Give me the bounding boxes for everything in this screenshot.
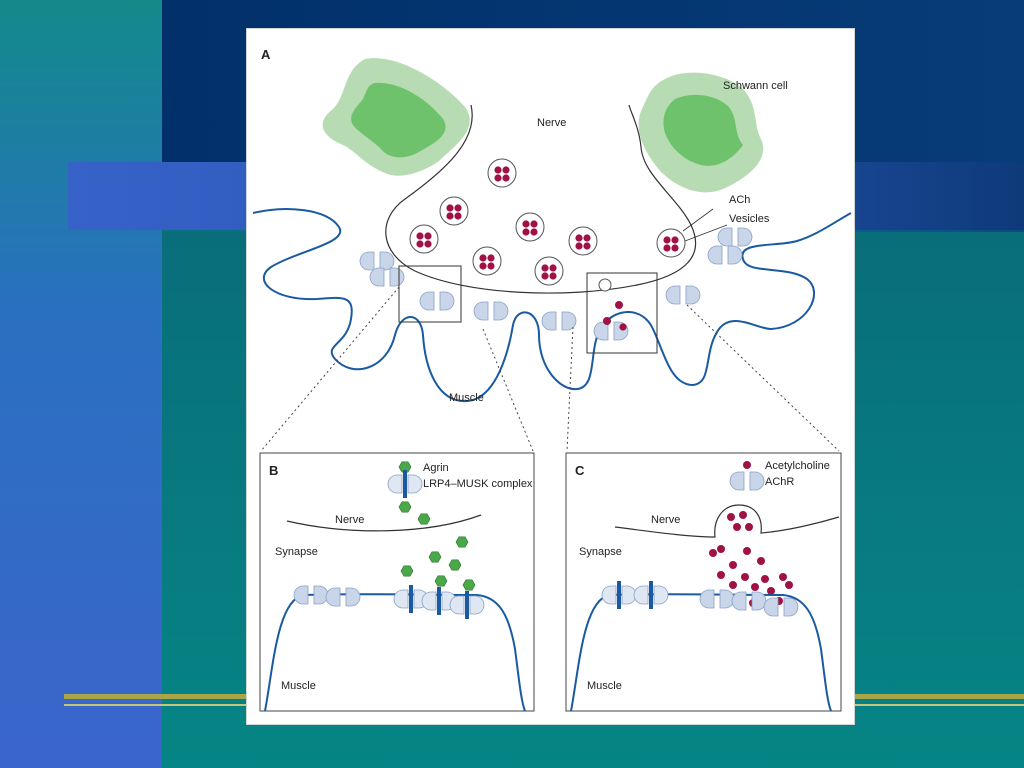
muscle-label: Muscle: [449, 392, 484, 404]
agrin-molecule: [398, 501, 412, 513]
zoom-box-right: [586, 272, 658, 354]
achr-receptor: [359, 251, 395, 271]
vesicle: [487, 158, 517, 188]
callout-lines: [260, 286, 840, 452]
panel-c-nerve-label: Nerve: [651, 514, 680, 526]
panel-c-letter: C: [575, 463, 585, 478]
agrin-molecule: [434, 575, 448, 587]
vesicle: [472, 246, 502, 276]
agrin-molecule: [400, 565, 414, 577]
achr-receptor: [707, 245, 743, 265]
panel-b-synapse-label: Synapse: [275, 546, 318, 558]
achr-receptor: [473, 301, 509, 321]
agrin-molecule: [455, 536, 469, 548]
panel-c-nerve-membrane: [614, 504, 840, 538]
ach-dot: [615, 301, 623, 309]
panel-b-frame: [259, 452, 535, 712]
panel-b-nerve-membrane: [286, 514, 482, 532]
achr-receptor: [717, 227, 753, 247]
acetylcholine-legend-icon: [743, 461, 751, 469]
vesicles-pointer: [684, 224, 728, 242]
neuromuscular-junction-figure: A: [246, 28, 855, 725]
acetylcholine-legend-label: Acetylcholine: [765, 460, 830, 472]
vesicle: [534, 256, 564, 286]
ach-label: ACh: [729, 194, 750, 206]
panel-c-muscle-label: Muscle: [587, 680, 622, 692]
zoom-box-left: [398, 265, 462, 323]
lrp4-musk-legend-label: LRP4–MUSK complex: [423, 478, 533, 490]
nerve-terminal-outline: [385, 104, 697, 294]
panel-b-muscle-label: Muscle: [281, 680, 316, 692]
panel-b-nerve-label: Nerve: [335, 514, 364, 526]
vesicles-label: Vesicles: [729, 213, 770, 225]
vesicle: [409, 224, 439, 254]
panel-c-synapse-label: Synapse: [579, 546, 622, 558]
panel-a-letter: A: [261, 47, 271, 62]
ach-pointer: [682, 208, 714, 232]
achr-receptor: [419, 291, 455, 311]
muscle-membrane: [252, 208, 852, 403]
background-left-panel: [0, 0, 162, 768]
vesicle: [656, 228, 686, 258]
agrin-molecule: [448, 559, 462, 571]
agrin-molecule: [462, 579, 476, 591]
achr-legend-label: AChR: [765, 476, 794, 488]
nerve-label: Nerve: [537, 117, 566, 129]
panel-b-letter: B: [269, 463, 278, 478]
achr-receptor: [665, 285, 701, 305]
agrin-legend-label: Agrin: [423, 462, 449, 474]
panel-c-frame: [565, 452, 842, 712]
acetylcholine-molecules: [709, 511, 793, 607]
schwann-nucleus-right: [663, 94, 743, 166]
vesicle: [515, 212, 545, 242]
schwann-cell-label: Schwann cell: [723, 80, 788, 92]
agrin-molecule: [417, 513, 431, 525]
schwann-nucleus-left: [351, 82, 446, 158]
ach-dot: [603, 317, 611, 325]
agrin-molecule: [428, 551, 442, 563]
vesicle: [568, 226, 598, 256]
fusing-vesicle: [598, 278, 612, 292]
ach-dot: [619, 323, 627, 331]
achr-receptor: [541, 311, 577, 331]
figure-svg: A: [252, 47, 852, 712]
vesicle: [439, 196, 469, 226]
